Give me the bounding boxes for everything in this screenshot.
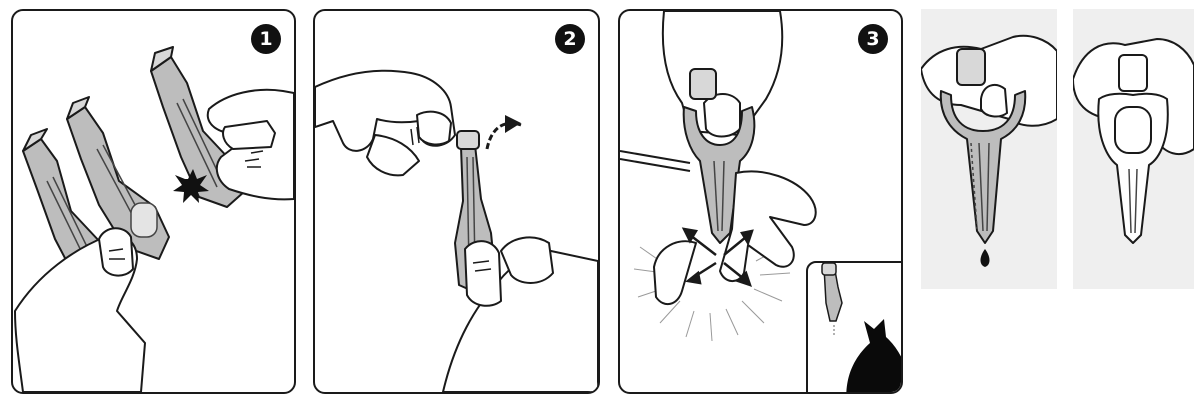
step-3-panel: 3 (618, 9, 903, 394)
step-1-panel: 1 (11, 9, 296, 394)
snap-off-pipettes-illustration (13, 11, 294, 392)
cat-application-inset (806, 261, 903, 394)
cat-silhouette-illustration (808, 263, 903, 394)
empty-pipette-illustration (1073, 9, 1194, 289)
squeeze-pipette-illustration (921, 9, 1057, 289)
step-2-panel: 2 (313, 9, 600, 394)
open-pipette-illustration (315, 11, 598, 392)
